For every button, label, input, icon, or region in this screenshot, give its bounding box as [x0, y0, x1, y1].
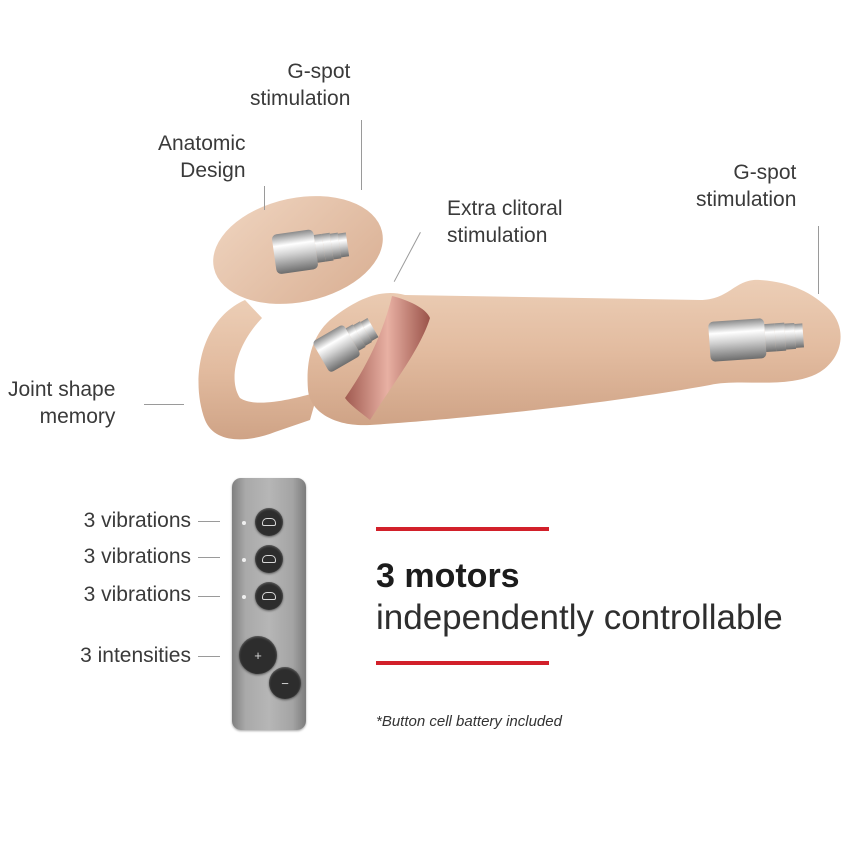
product-illustration	[198, 196, 841, 440]
label-gspot-right-line2: stimulation	[696, 188, 797, 211]
label-gspot-top-line2: stimulation	[250, 87, 351, 110]
leader-gspot-top	[361, 120, 362, 190]
indicator-light-1	[242, 521, 246, 525]
label-joint-line2: memory	[39, 405, 116, 428]
leader-gspot-right	[818, 226, 819, 294]
vibration-mode-1-icon	[262, 518, 276, 526]
indicator-light-2	[242, 558, 246, 562]
battery-footnote: *Button cell battery included	[376, 713, 562, 730]
motor-tip	[708, 318, 805, 362]
feature-title: 3 motors	[376, 557, 520, 595]
joint-neck	[198, 300, 318, 440]
intensity-plus-button[interactable]: +	[239, 636, 277, 674]
leader-joint	[144, 404, 184, 405]
accent-bar-bottom	[376, 661, 549, 665]
label-joint-line1: Joint shape	[8, 378, 116, 401]
label-clitoral-line2: stimulation	[447, 224, 548, 247]
label-clitoral: Extra clitoral stimulation	[447, 195, 563, 249]
minus-icon: −	[281, 675, 289, 691]
label-gspot-right: G-spot stimulation	[696, 159, 796, 213]
remote-leader-1	[198, 521, 220, 522]
remote-leader-4	[198, 656, 220, 657]
remote-control: + −	[232, 478, 306, 730]
label-anatomic-line2: Design	[180, 159, 246, 182]
remote-leader-2	[198, 557, 220, 558]
remote-label-3: 3 vibrations	[83, 583, 191, 606]
shaft	[307, 279, 841, 426]
remote-label-2: 3 vibrations	[83, 545, 191, 568]
label-gspot-right-line1: G-spot	[733, 161, 797, 184]
vibration-button-2[interactable]	[255, 545, 283, 573]
label-clitoral-line1: Extra clitoral	[447, 197, 563, 220]
leader-anatomic	[264, 186, 265, 210]
label-gspot-top-line1: G-spot	[287, 60, 351, 83]
vibration-button-1[interactable]	[255, 508, 283, 536]
vibration-button-3[interactable]	[255, 582, 283, 610]
remote-label-4: 3 intensities	[80, 644, 191, 667]
label-gspot-top: G-spot stimulation	[250, 58, 350, 112]
accent-bar-top	[376, 527, 549, 531]
remote-label-1: 3 vibrations	[83, 509, 191, 532]
vibration-mode-2-icon	[262, 555, 276, 563]
indicator-light-3	[242, 595, 246, 599]
label-anatomic-line1: Anatomic	[158, 132, 246, 155]
rose-gold-ring	[345, 296, 430, 420]
motor-bulb	[272, 229, 350, 274]
feature-subtitle: independently controllable	[376, 598, 783, 637]
motor-clitoral	[313, 318, 379, 372]
label-anatomic: Anatomic Design	[158, 130, 246, 184]
remote-leader-3	[198, 596, 220, 597]
intensity-minus-button[interactable]: −	[269, 667, 301, 699]
plus-icon: +	[254, 647, 262, 663]
vibration-mode-3-icon	[262, 592, 276, 600]
label-joint: Joint shape memory	[8, 376, 115, 430]
